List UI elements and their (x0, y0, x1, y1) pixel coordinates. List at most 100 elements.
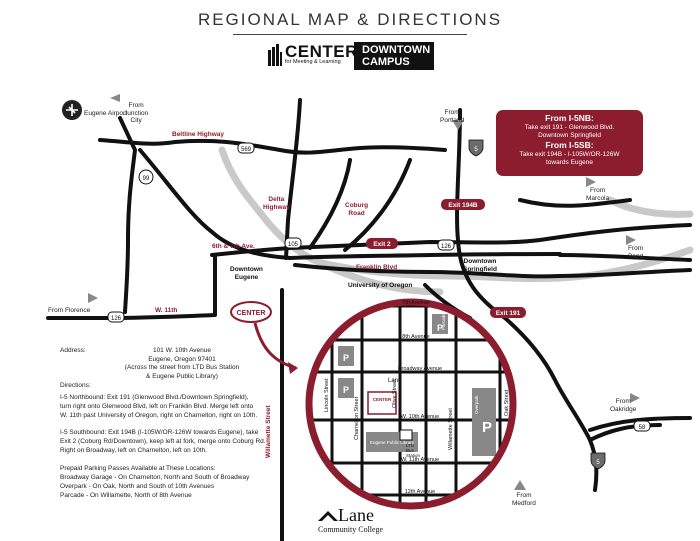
shield-569-label: 569 (241, 147, 252, 153)
i5sb-text-1: Take exit 194B - I-105W/OR-126W (519, 151, 620, 158)
sixth-seventh-label: 6th & 7th Ave. (212, 243, 255, 250)
parking-line4: Parcade - On Willamette, North of 8th Av… (60, 492, 192, 499)
center-building (367, 391, 397, 415)
delta-2: Highway (263, 203, 290, 211)
franklin-blvd-label: Franklin Blvd (356, 264, 398, 271)
from-bend-2: Bend (628, 252, 644, 260)
from-junction-1: From (128, 102, 144, 109)
campus-label-line2: CAMPUS (362, 56, 410, 68)
inset-parcade-label: Parcade (441, 313, 446, 330)
from-medford-1: From (516, 492, 532, 499)
center-tag-label: CENTER (237, 310, 266, 317)
downtown-eugene-label: Downtown Eugene (230, 266, 263, 281)
address-line3: (Across the street from LTD Bus Station (124, 364, 240, 371)
inset-lincoln-label: Lincoln Street (324, 378, 330, 412)
downtown-eugene-2: Eugene (234, 273, 259, 281)
shield-i5-bottom-label: 5 (596, 460, 600, 466)
coburg-2: Road (348, 209, 365, 217)
inset-center-mini: CENTER (373, 397, 392, 402)
arrow-oakridge-icon (630, 393, 640, 403)
interstate-directions-box: From I-5NB: Take exit 191 - Glenwood Blv… (496, 110, 643, 176)
airport-icon (62, 100, 82, 120)
shield-105-icon (284, 237, 302, 249)
from-marcola-1: From (589, 187, 606, 194)
arrow-bend-icon (626, 235, 636, 245)
lane-name: Lane (338, 505, 374, 525)
from-florence-label: From Florence (48, 307, 91, 314)
center-logo-mark-icon (268, 44, 282, 66)
shield-i5-top-label: 5 (474, 147, 478, 153)
inset-8th-label: 8th Avenue (402, 334, 429, 340)
parking-broadway-south (338, 378, 354, 398)
arrow-marcola-icon (586, 177, 596, 187)
inset-ltd-3: Station (406, 453, 421, 458)
exit-tags: Exit 194B Exit 2 Exit 191 (366, 199, 526, 318)
lane-logo: Lane Community College (318, 505, 398, 537)
shield-i5-top-icon (468, 139, 484, 157)
parking-line1: Prepaid Parking Passes Available at Thes… (60, 465, 216, 472)
i5nb-text-2: Downtown Springfield (538, 132, 601, 139)
inset-library-label: Eugene Public Library (370, 440, 415, 445)
parking-line2: Broadway Garage - On Charnelton, North a… (60, 474, 250, 481)
address-heading: Address: (60, 347, 86, 354)
directions-southbound: I-5 Southbound: Exit 194B (I-105W/OR-126… (60, 428, 266, 455)
nb-line3: W. 11th past University of Oregon, right… (60, 412, 258, 419)
eugene-airport-label: Eugene Airport (84, 110, 127, 118)
downtown-springfield-label: Downtown Springfield (463, 258, 497, 273)
from-bend-label: From Bend (628, 245, 643, 260)
from-medford-2: Medford (512, 499, 536, 507)
parking-line3: Overpark - On Oak, North and South of 10… (60, 483, 215, 490)
coburg-1: Coburg (345, 202, 369, 209)
campus-label-line1: DOWNTOWN (362, 44, 431, 56)
community-college-name: Community College (318, 525, 384, 534)
center-logo: CENTER for Meeting & Learning (268, 42, 357, 68)
downtown-campus-badge: DOWNTOWN CAMPUS (354, 42, 434, 70)
university-label: University of Oregon (348, 282, 413, 289)
i5sb-text-2: towards Eugene (546, 159, 593, 166)
sb-line1: I-5 Southbound: Exit 194B (I-105W/OR-126… (60, 429, 259, 436)
parking-info: Prepaid Parking Passes Available at Thes… (60, 464, 249, 500)
from-portland-1: From (444, 109, 460, 116)
downtown-springfield-1: Downtown (463, 258, 497, 265)
inset-charnelton-label: Charnelton Street (354, 396, 360, 440)
from-oakridge-1: From (615, 398, 631, 405)
beltline-label: Beltline Highway (172, 131, 225, 138)
road-network (46, 98, 692, 541)
from-junction-2: Junction (124, 109, 149, 117)
downtown-springfield-2: Springfield (463, 265, 497, 273)
eugene-airport-text: Eugene Airport (84, 110, 128, 117)
i5nb-heading: From I-5NB: (545, 113, 594, 123)
address-line4: & Eugene Public Library) (146, 372, 218, 380)
shield-126-east-icon (437, 239, 455, 251)
delta-highway-label: Delta Highway (263, 196, 290, 211)
willamette-street-label: Willamette Street (265, 404, 272, 458)
lane-logo-mark-icon (318, 511, 338, 521)
from-marcola-label: From Marcola (586, 187, 609, 202)
from-medford-label: From Medford (512, 492, 536, 507)
inset-olive-label: Olive Street (392, 379, 398, 408)
inset-parcade-p: P (437, 323, 443, 333)
inset-7th-label: 7th Avenue (402, 300, 429, 306)
nb-line1: I-5 Northbound: Exit 191 (Glenwood Blvd.… (60, 394, 249, 401)
parking-overpark (472, 388, 496, 456)
coburg-road-label: Coburg Road (345, 202, 368, 217)
from-oakridge-2: Oakridge (610, 405, 637, 413)
center-logo-name: CENTER (285, 42, 358, 61)
direction-arrows (88, 94, 640, 490)
page-title: REGIONAL MAP & DIRECTIONS (197, 10, 503, 29)
i5nb-text-1: Take exit 191 - Glenwood Blvd. (524, 124, 615, 131)
center-logo-sub: for Meeting & Learning (285, 59, 341, 65)
arrow-portland-icon (452, 120, 464, 130)
inset-ltd-1: LTD (406, 443, 415, 448)
address-block: 101 W. 10th Avenue Eugene, Oregon 97401 … (112, 347, 252, 381)
downtown-inset: 7th Avenue 8th Avenue Broadway Avenue W.… (305, 298, 517, 510)
shield-99-icon (138, 169, 154, 185)
arrow-medford-icon (514, 480, 526, 490)
inset-12th-label: 12th Avenue (405, 489, 435, 495)
shield-126-west-label: 126 (111, 316, 122, 322)
sb-line3: Right on Broadway, left on Charnelton, l… (60, 447, 207, 454)
highway-shields: 569 99 5 105 126 126 58 5 (107, 139, 651, 470)
from-bend-1: From (628, 245, 644, 252)
shield-105-label: 105 (288, 242, 299, 248)
